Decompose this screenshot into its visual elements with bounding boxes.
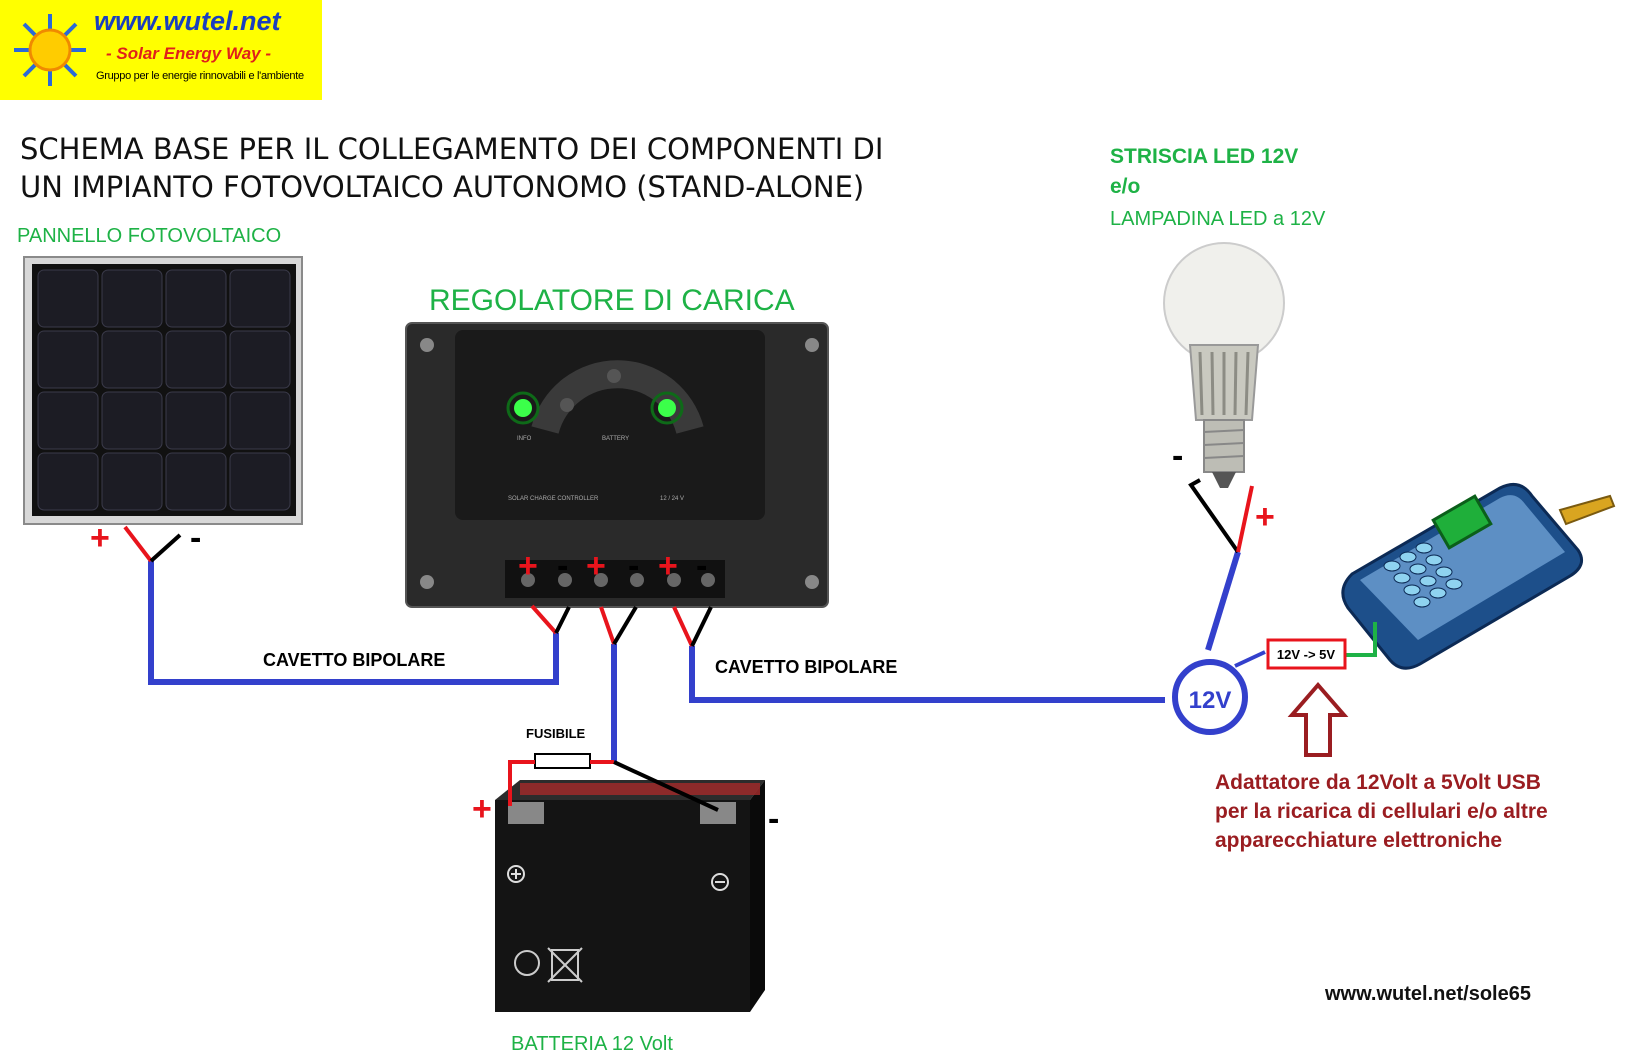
solar-cell bbox=[101, 452, 163, 511]
solar-cell bbox=[229, 330, 291, 389]
led-strip-label: STRISCIA LED 12V bbox=[1110, 145, 1299, 168]
regulator-battery-label: BATTERY bbox=[602, 436, 629, 442]
plus-mark: + bbox=[90, 519, 110, 557]
and-or-label: e/o bbox=[1110, 175, 1141, 198]
minus-mark: - bbox=[190, 519, 201, 557]
polarity-marks: + - + - + - + - - + + - bbox=[90, 437, 1275, 838]
solar-cell bbox=[229, 391, 291, 450]
cables bbox=[148, 551, 1241, 762]
converter-label: 12V -> 5V bbox=[1277, 647, 1336, 662]
charge-regulator-image: INFO BATTERY SOLAR CHARGE CONTROLLER 12 … bbox=[405, 322, 829, 608]
solar-cell bbox=[229, 269, 291, 328]
solar-cell bbox=[37, 330, 99, 389]
minus-mark: - bbox=[1172, 437, 1183, 475]
solar-cell bbox=[101, 391, 163, 450]
solar-cell bbox=[101, 330, 163, 389]
fuse-symbol bbox=[534, 753, 591, 769]
converter-box bbox=[1266, 638, 1347, 670]
adapter-note-line2: per la ricarica di cellulari e/o altre bbox=[1215, 800, 1548, 823]
minus-mark: - bbox=[696, 547, 707, 585]
logo-slogan: - Solar Energy Way - bbox=[106, 44, 272, 63]
led-bulb-label: LAMPADINA LED a 12V bbox=[1110, 208, 1326, 230]
plus-mark: + bbox=[658, 547, 678, 585]
logo-tagline: Gruppo per le energie rinnovabili e l'am… bbox=[96, 70, 304, 82]
solar-cell bbox=[229, 452, 291, 511]
page-title-line2: UN IMPIANTO FOTOVOLTAICO AUTONOMO (STAND… bbox=[20, 170, 865, 204]
adapter-note-line3: apparecchiature elettroniche bbox=[1215, 829, 1503, 852]
regulator-label: REGOLATORE DI CARICA bbox=[429, 284, 795, 317]
solar-cell bbox=[37, 452, 99, 511]
minus-mark: - bbox=[557, 547, 568, 585]
solar-cell bbox=[37, 391, 99, 450]
minus-mark: - bbox=[628, 547, 639, 585]
plus-mark: + bbox=[586, 547, 606, 585]
solar-cell bbox=[101, 269, 163, 328]
solar-cell bbox=[165, 269, 227, 328]
regulator-model-label: SOLAR CHARGE CONTROLLER bbox=[508, 496, 599, 502]
junction-label: 12V bbox=[1189, 687, 1232, 714]
logo-site: www.wutel.net bbox=[94, 6, 281, 36]
solar-cell bbox=[165, 452, 227, 511]
sun-icon bbox=[10, 10, 90, 90]
junction-12v bbox=[1172, 659, 1248, 735]
cable-left-label: CAVETTO BIPOLARE bbox=[263, 650, 446, 670]
battery-image bbox=[495, 780, 765, 1012]
website-link[interactable]: www.wutel.net/sole65 bbox=[1325, 983, 1531, 1005]
regulator-info-label: INFO bbox=[517, 436, 532, 442]
plus-mark: + bbox=[1255, 498, 1275, 536]
panel-label: PANNELLO FOTOVOLTAICO bbox=[17, 225, 282, 247]
solar-panel-image bbox=[23, 256, 303, 525]
solar-cell bbox=[165, 391, 227, 450]
plus-mark: + bbox=[472, 790, 492, 828]
solar-cell bbox=[165, 330, 227, 389]
battery-label: BATTERIA 12 Volt bbox=[511, 1033, 673, 1055]
led-bulb-image bbox=[1163, 242, 1285, 488]
page-title-line1: SCHEMA BASE PER IL COLLEGAMENTO DEI COMP… bbox=[20, 132, 884, 166]
cell-phone-image bbox=[1341, 482, 1616, 670]
adapter-note: Adattatore da 12Volt a 5Volt USB per la … bbox=[1215, 768, 1548, 855]
fuse-label: FUSIBILE bbox=[526, 726, 586, 741]
plus-mark: + bbox=[518, 547, 538, 585]
logo: www.wutel.net - Solar Energy Way - Grupp… bbox=[0, 0, 322, 100]
solar-cell bbox=[37, 269, 99, 328]
adapter-note-line1: Adattatore da 12Volt a 5Volt USB bbox=[1215, 771, 1541, 794]
regulator-voltage-label: 12 / 24 V bbox=[660, 496, 684, 502]
polarity-wires bbox=[123, 478, 1377, 812]
cable-right-label: CAVETTO BIPOLARE bbox=[715, 657, 898, 677]
minus-mark: - bbox=[768, 800, 779, 838]
up-arrow-icon bbox=[1287, 681, 1349, 757]
